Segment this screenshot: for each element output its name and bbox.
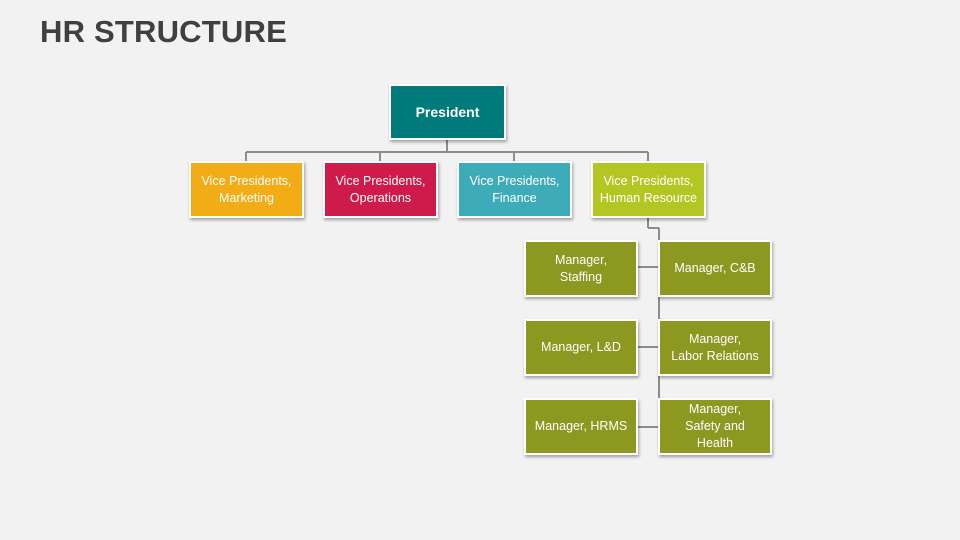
vp-hr-label: Vice Presidents, Human Resource (599, 173, 698, 205)
manager-labor-relations-box[interactable]: Manager, Labor Relations (658, 319, 772, 376)
manager-cb-box[interactable]: Manager, C&B (658, 240, 772, 297)
president-box[interactable]: President (389, 84, 506, 140)
vp-hr-box[interactable]: Vice Presidents, Human Resource (591, 161, 706, 218)
manager-ld-label: Manager, L&D (541, 340, 621, 354)
manager-staffing-label: Manager, Staffing (554, 252, 608, 284)
manager-hrms-box[interactable]: Manager, HRMS (524, 398, 638, 455)
manager-labor-relations-label: Manager, Labor Relations (671, 331, 759, 363)
vp-finance-box[interactable]: Vice Presidents, Finance (457, 161, 572, 218)
manager-safety-health-box[interactable]: Manager, Safety and Health (658, 398, 772, 455)
president-label: President (415, 103, 480, 120)
manager-hrms-label: Manager, HRMS (534, 419, 628, 433)
manager-ld-box[interactable]: Manager, L&D (524, 319, 638, 376)
vp-marketing-box[interactable]: Vice Presidents, Marketing (189, 161, 304, 218)
manager-safety-health-label: Manager, Safety and Health (685, 402, 745, 450)
vp-finance-label: Vice Presidents, Finance (469, 173, 560, 205)
manager-staffing-box[interactable]: Manager, Staffing (524, 240, 638, 297)
page-title: HR STRUCTURE (40, 14, 287, 49)
vp-marketing-label: Vice Presidents, Marketing (201, 173, 292, 205)
manager-cb-label: Manager, C&B (674, 261, 756, 275)
vp-operations-label: Vice Presidents, Operations (335, 173, 426, 205)
vp-operations-box[interactable]: Vice Presidents, Operations (323, 161, 438, 218)
